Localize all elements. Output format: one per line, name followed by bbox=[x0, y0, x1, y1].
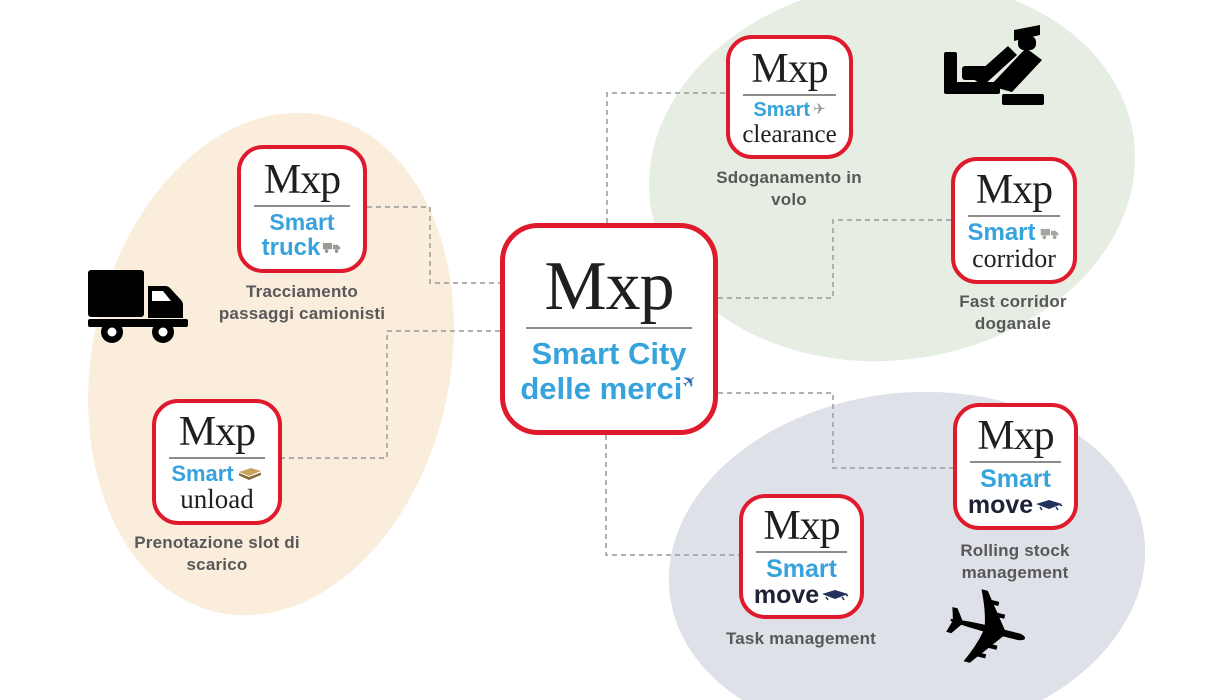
connector-corridor bbox=[718, 219, 951, 299]
logo-divider bbox=[254, 204, 350, 207]
node-smart-move-rolling: Mxp Smart move bbox=[953, 403, 1078, 530]
smart-label: Smart bbox=[171, 461, 234, 486]
connector-move-task bbox=[605, 435, 739, 556]
node-smart-city-delle-merci: Mxp Smart City delle merci✈ bbox=[500, 223, 718, 435]
mxp-logo-text: Mxp bbox=[751, 45, 828, 92]
smart-label: Smart bbox=[766, 555, 837, 583]
caption-smart-truck: Tracciamento passaggi camionisti bbox=[218, 282, 386, 324]
logo-divider bbox=[967, 215, 1061, 217]
smart-label: Smart bbox=[753, 98, 811, 121]
connector-unload bbox=[282, 330, 500, 459]
connector-truck bbox=[367, 206, 500, 284]
product-label: corridor bbox=[972, 244, 1056, 273]
node-smart-unload: Mxp Smart unload bbox=[152, 399, 282, 525]
mini-airplane-icon: ✈ bbox=[678, 369, 702, 394]
customs-officer-icon bbox=[944, 25, 1044, 105]
product-label: clearance bbox=[742, 120, 837, 148]
mini-dolly-icon bbox=[822, 590, 849, 601]
product-label: truck bbox=[261, 233, 321, 261]
smart-label: Smart bbox=[269, 208, 335, 235]
mini-airplane-customs-icon: ✈ bbox=[813, 100, 826, 118]
caption-smart-move-rolling: Rolling stock management bbox=[960, 541, 1070, 583]
connector-move-rolling bbox=[718, 392, 953, 469]
caption-smart-unload: Prenotazione slot di scarico bbox=[134, 533, 300, 575]
mini-dolly-icon bbox=[1036, 500, 1063, 511]
smart-label: Smart bbox=[967, 219, 1036, 246]
smart-city-subtitle: Smart City delle merci✈ bbox=[520, 336, 701, 406]
node-smart-clearance: Mxp Smart ✈ clearance bbox=[726, 35, 853, 159]
logo-divider bbox=[969, 461, 1062, 463]
connector-clearance bbox=[606, 92, 726, 223]
subtitle-line2: delle merci bbox=[520, 370, 683, 406]
node-smart-move-task: Mxp Smart move bbox=[739, 494, 864, 619]
logo-divider bbox=[755, 551, 848, 553]
mxp-logo-text: Mxp bbox=[263, 156, 341, 203]
product-label: move bbox=[753, 581, 820, 609]
product-label: unload bbox=[180, 484, 254, 514]
mxp-logo-text: Mxp bbox=[544, 248, 674, 326]
caption-smart-corridor: Fast corridor doganale bbox=[959, 292, 1067, 334]
truck-icon bbox=[88, 270, 188, 343]
mxp-logo-text: Mxp bbox=[977, 413, 1054, 459]
mxp-logo-text: Mxp bbox=[178, 409, 256, 455]
smart-label: Smart bbox=[980, 465, 1051, 493]
mxp-logo-text: Mxp bbox=[975, 167, 1053, 213]
logo-divider bbox=[743, 93, 836, 96]
product-label: move bbox=[967, 491, 1034, 519]
subtitle-line1: Smart City bbox=[531, 336, 687, 372]
caption-smart-clearance: Sdoganamento in volo bbox=[716, 168, 862, 210]
node-smart-truck: Mxp Smart truck bbox=[237, 145, 367, 273]
caption-smart-move-task: Task management bbox=[725, 629, 877, 648]
mxp-logo-text: Mxp bbox=[763, 503, 840, 549]
mini-pallet-icon bbox=[238, 467, 261, 480]
mini-truck-icon bbox=[323, 242, 341, 253]
node-smart-corridor: Mxp Smart corridor bbox=[951, 157, 1077, 284]
logo-divider bbox=[169, 457, 265, 459]
logo-divider bbox=[525, 327, 693, 330]
mini-truck-icon bbox=[1040, 228, 1058, 239]
